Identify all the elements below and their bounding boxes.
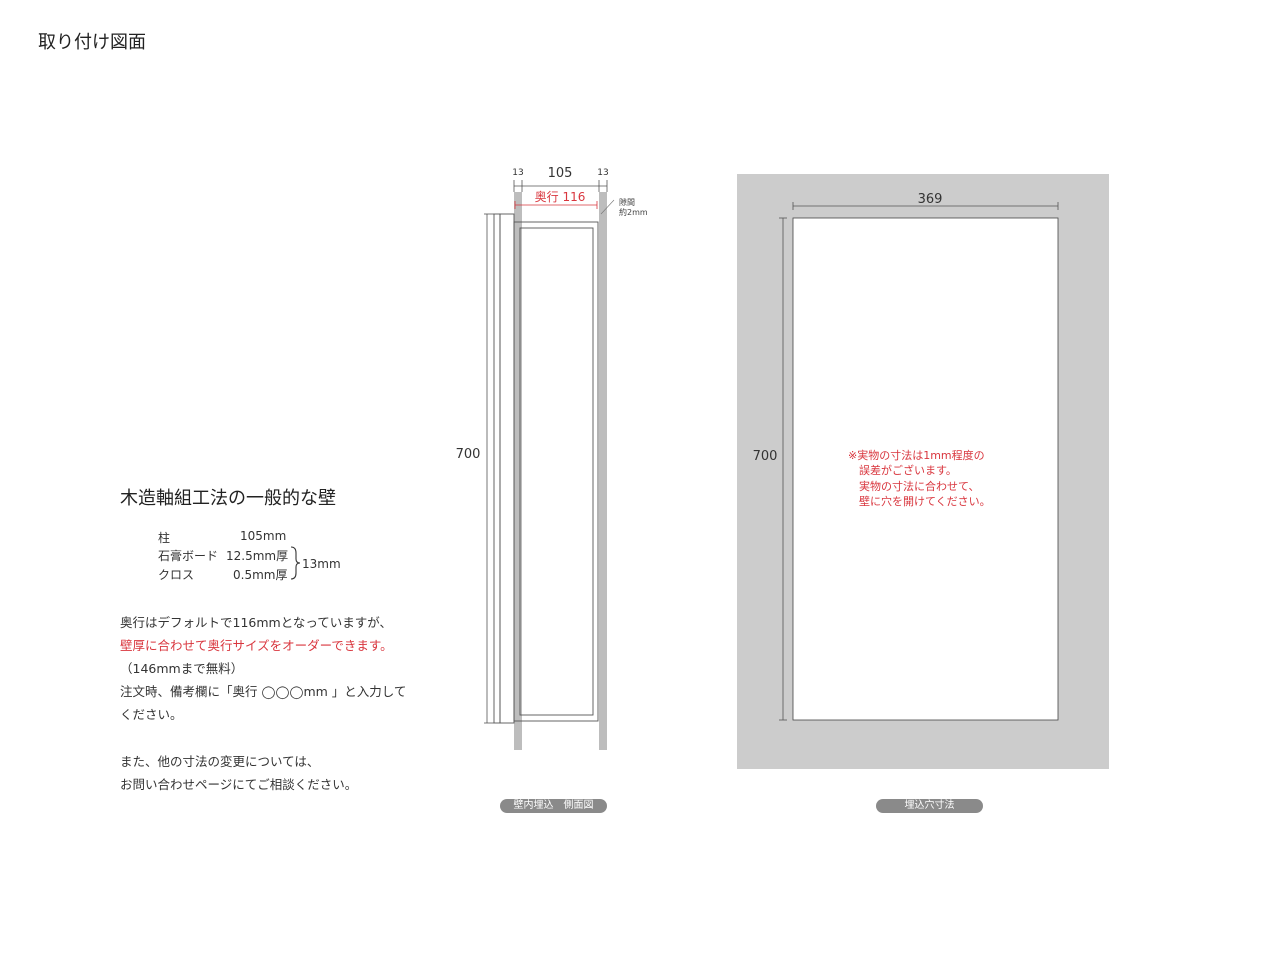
hole-note-1: ※実物の寸法は1mm程度の: [848, 448, 985, 462]
gap-label-2: 約2mm: [619, 207, 648, 217]
spec-column-value: 105mm: [240, 529, 287, 543]
hole-note-4: 壁に穴を開けてください。: [859, 494, 991, 508]
gap-leader-line: [600, 199, 615, 215]
spec-column-name: 柱: [158, 531, 171, 545]
gap-label-1: 隙間: [619, 197, 635, 207]
note-line-3: （146mmまで無料）: [120, 661, 244, 676]
hole-view-caption: 埋込穴寸法: [876, 799, 983, 813]
note-line-5: ください。: [120, 707, 183, 722]
spec-board-name: 石膏ボード: [158, 549, 219, 563]
dim-left-label: 13: [512, 168, 523, 178]
spec-combined-value: 13mm: [302, 557, 341, 571]
spec-board-value: 12.5mm厚: [226, 549, 289, 563]
dim-center-label: 105: [548, 166, 573, 181]
spec-cloth-value: 0.5mm厚: [233, 568, 288, 582]
note-line-6: また、他の寸法の変更については、: [120, 754, 320, 769]
side-height-dimension: [484, 213, 494, 724]
spec-cloth-name: クロス: [158, 568, 195, 582]
hole-opening: [792, 217, 1059, 721]
wall-section-title: 木造軸組工法の一般的な壁: [120, 488, 336, 509]
left-wall-board: [514, 192, 522, 750]
hole-note-3: 実物の寸法に合わせて、: [859, 479, 979, 493]
hole-width-dimension: [792, 202, 1059, 210]
hole-note-2: 誤差がございます。: [859, 463, 957, 477]
hole-height-label: 700: [753, 449, 778, 464]
page-title: 取り付け図面: [38, 32, 146, 53]
depth-label: 奥行 116: [535, 190, 586, 204]
top-dimension-line: [513, 180, 608, 192]
side-height-label: 700: [456, 447, 481, 462]
note-line-4: 注文時、備考欄に「奥行 ◯◯◯mm 」と入力して: [120, 684, 407, 699]
brace-icon: [290, 546, 301, 580]
right-wall-board: [599, 192, 607, 750]
dim-right-label: 13: [597, 168, 608, 178]
hole-height-dimension: [779, 217, 787, 721]
note-line-7: お問い合わせページにてご相談ください。: [120, 777, 358, 792]
side-view-caption: 壁内埋込 側面図: [500, 799, 607, 813]
hole-width-label: 369: [918, 192, 943, 207]
note-line-1: 奥行はデフォルトで116mmとなっていますが、: [120, 615, 392, 630]
note-line-2: 壁厚に合わせて奥行サイズをオーダーできます。: [120, 638, 393, 653]
cabinet-side-view: [493, 213, 599, 724]
